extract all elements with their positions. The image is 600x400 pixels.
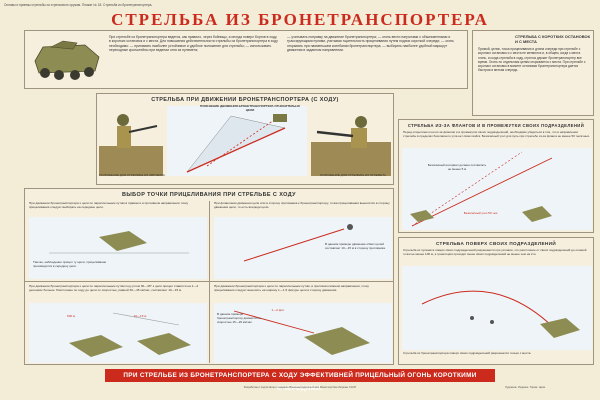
short-stop-panel: СТРЕЛЬБА С КОРОТКИХ ОСТАНОВОК И С МЕСТА … [472,30,594,116]
apc-illustration [34,40,100,80]
flank-scene [402,148,592,230]
overhead-fire-text: Стрельба из пулемета поверх своих подраз… [403,248,587,256]
aim-point-heading: ВЫБОР ТОЧКИ ПРИЦЕЛИВАНИЯ ПРИ СТРЕЛЬБЕ С … [122,192,296,198]
motion-diagram-label: ПОЯСНЕНИЕ ДВИЖЕНИЯ БРОНЕТРАНСПОРТЕРА ОТН… [200,104,300,112]
short-stop-heading: СТРЕЛЬБА С КОРОТКИХ ОСТАНОВОК И С МЕСТА [515,34,591,44]
angled-scene [29,303,207,363]
moving-fire-panel: СТРЕЛЬБА ПРИ ДВИЖЕНИИ БРОНЕТРАНСПОРТЕРА … [96,93,394,185]
rifle-position-label: ПОЛОЖЕНИЕ ДЛЯ СТРЕЛЬБЫ ИЗ АВТОМАТА [99,173,165,177]
aim-text-opposite: При движении бронетранспортера к цели по… [214,284,369,292]
flank-target-scene [214,217,392,279]
flank-angle-note: Безопасный угол 50 тыс. [463,211,499,215]
intro-text-left: При стрельбе из бронетранспортера ведетс… [109,35,278,53]
overhead-scene [402,266,592,350]
aim-point-panel: ВЫБОР ТОЧКИ ПРИЦЕЛИВАНИЯ ПРИ СТРЕЛЬБЕ С … [24,188,394,365]
intro-panel: При стрельбе из бронетранспортера ведетс… [24,30,468,89]
flank-interval-note: Безопасный интервал должен составлять не… [427,163,487,171]
top-caption: Основы и приемы стрельбы из стрелкового … [4,3,153,7]
page-title: СТРЕЛЬБА ИЗ БРОНЕТРАНСПОРТЕРА [111,10,489,29]
short-stop-text: Прямой, целик, точка прицеливания и длин… [478,47,586,73]
opposite-scene [214,303,392,363]
aim-text-angled: При движении бронетранспортера к цели по… [29,284,199,292]
dimension-lead: 10—15 м [133,314,147,318]
bottom-banner: ПРИ СТРЕЛЬБЕ ИЗ БРОНЕТРАНСПОРТЕРА С ХОДУ… [105,369,495,392]
moving-fire-heading: СТРЕЛЬБА ПРИ ДВИЖЕНИИ БРОНЕТРАНСПОРТЕРА … [151,97,339,103]
aim-text-offset: В данном примере движение обеих целей со… [325,242,386,250]
aim-text-flank: При фланговом движении цели или в сторон… [214,201,390,209]
flank-fire-panel: СТРЕЛЬБА ИЗ-ЗА ФЛАНГОВ И В ПРОМЕЖУТКИ СВ… [398,119,594,233]
intro-text-right: — учитывать поправку на движение бронетр… [287,35,454,53]
aim-text-parallel: При движении бронетранспортера к цели по… [29,201,189,209]
flank-fire-text: Перед открытием огня из-за флангов и в п… [403,130,590,138]
dimension-range: 500 м [67,314,75,318]
overhead-fire-heading: СТРЕЛЬБА ПОВЕРХ СВОИХ ПОДРАЗДЕЛЕНИЙ [435,241,557,246]
parallel-scene [29,217,207,279]
imprint-text: Разработан и подготовлен к изданию Военн… [243,386,357,389]
flank-fire-heading: СТРЕЛЬБА ИЗ-ЗА ФЛАНГОВ И В ПРОМЕЖУТКИ СВ… [407,123,585,128]
gunner-scene [311,116,391,176]
aim-text-speed: В данном примере бронетранспортер движет… [217,312,261,324]
aim-text-center: Там же, наблюдение прицел ту щели, прице… [33,260,107,268]
dimension-figures: 1—2 фиг. [271,308,285,312]
overhead-fire-panel: СТРЕЛЬБА ПОВЕРХ СВОИХ ПОДРАЗДЕЛЕНИЙ Стре… [398,237,594,365]
mg-position-label: ПОЛОЖЕНИЕ ДЛЯ СТРЕЛЬБЫ ИЗ ПУЛЕМЕТА [320,173,386,177]
motion-diagram [167,106,307,176]
imprint-right-text: Художник. Издание. Тираж. Цена. [505,386,546,389]
overhead-fire-note: Стрельба из бронетранспортера поверх сво… [403,351,532,355]
rifleman-scene [99,114,163,176]
